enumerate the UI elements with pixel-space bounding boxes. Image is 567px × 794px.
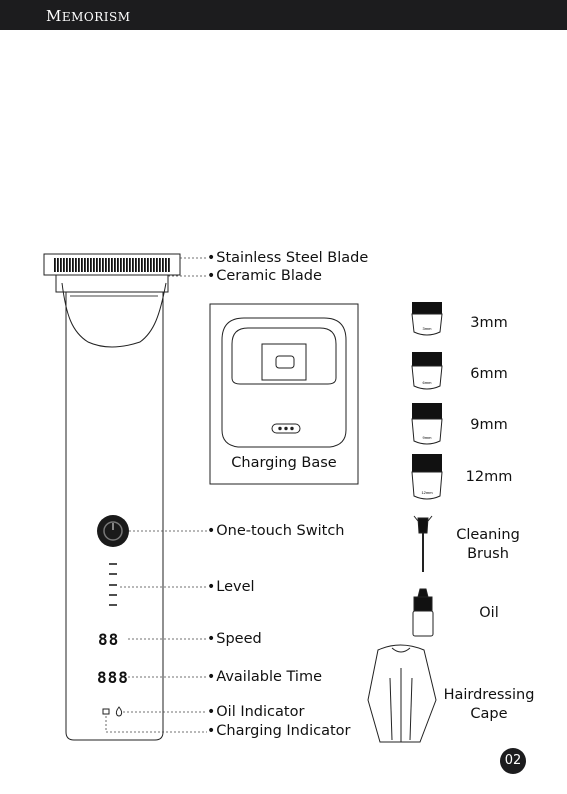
blade-housing — [56, 275, 168, 292]
level-marks — [109, 564, 117, 605]
guide-comb: 12mm — [412, 454, 442, 499]
blade-tooth — [162, 258, 164, 272]
cape-label-line1: Hairdressing — [424, 686, 554, 705]
blade-tooth — [117, 258, 119, 272]
blade-tooth — [69, 258, 71, 272]
comb-size-tag: 12mm — [421, 490, 433, 495]
blade-tooth — [72, 258, 74, 272]
blade-tooth — [147, 258, 149, 272]
label-text: Level — [216, 579, 254, 595]
comb-size-tag: 6mm — [423, 380, 433, 385]
comb-body — [412, 366, 442, 389]
leader-lines — [106, 258, 207, 732]
blade-tooth — [150, 258, 152, 272]
label-ceramic-blade: •Ceramic Blade — [207, 268, 322, 284]
guide-comb: 3mm — [412, 302, 442, 335]
blade-tooth — [81, 258, 83, 272]
label-text: One-touch Switch — [216, 523, 344, 539]
blade-tooth — [78, 258, 80, 272]
blade-tooth — [159, 258, 161, 272]
label-text: Stainless Steel Blade — [216, 250, 368, 266]
blade-tooth — [60, 258, 62, 272]
blade-tooth — [153, 258, 155, 272]
blade-tooth — [57, 258, 59, 272]
comb-label-12mm: 12mm — [456, 468, 522, 487]
label-text: Available Time — [216, 669, 322, 685]
label-charging-indicator: •Charging Indicator — [207, 723, 350, 739]
blade-tooth — [75, 258, 77, 272]
guide-comb: 9mm — [412, 403, 442, 444]
blade-tooth — [99, 258, 101, 272]
blade-tooth — [63, 258, 65, 272]
blade-tooth — [156, 258, 158, 272]
comb-body — [412, 419, 442, 444]
blade-tooth — [123, 258, 125, 272]
guide-combs: 3mm 6mm 9mm 12mm — [412, 302, 442, 499]
cleaning-brush-label: Cleaning Brush — [448, 526, 528, 564]
label-text: Ceramic Blade — [216, 268, 322, 284]
blade-tooth — [138, 258, 140, 272]
blade-tooth — [111, 258, 113, 272]
time-display: 888 — [97, 668, 129, 687]
front-cover — [62, 283, 166, 347]
cape-label: Hairdressing Cape — [424, 686, 554, 724]
comb-label-6mm: 6mm — [456, 365, 522, 384]
charging-base-caption: Charging Base — [210, 455, 358, 471]
label-one-touch-switch: •One-touch Switch — [207, 523, 344, 539]
blade-tooth — [132, 258, 134, 272]
oil-label: Oil — [456, 604, 522, 623]
oil-bottle-graphic — [413, 589, 433, 636]
charging-indicator-graphic — [103, 709, 109, 714]
comb-teeth — [412, 352, 442, 366]
speed-display: 88 — [98, 630, 119, 649]
blade-tooth — [102, 258, 104, 272]
comb-size-tag: 3mm — [423, 326, 433, 331]
charging-base-graphic — [222, 318, 346, 447]
label-stainless-steel-blade: •Stainless Steel Blade — [207, 250, 368, 266]
blade-tooth — [129, 258, 131, 272]
blade-tooth — [120, 258, 122, 272]
label-oil-indicator: •Oil Indicator — [207, 704, 304, 720]
guide-comb: 6mm — [412, 352, 442, 389]
blade-tooth — [165, 258, 167, 272]
comb-teeth — [412, 403, 442, 419]
blade-tooth — [114, 258, 116, 272]
comb-size-tag: 9mm — [423, 435, 433, 440]
page-number: 02 — [500, 748, 526, 774]
comb-body — [412, 314, 442, 335]
comb-teeth — [412, 302, 442, 314]
blade-tooth — [96, 258, 98, 272]
label-available-time: •Available Time — [207, 669, 322, 685]
oil-drop-icon — [116, 707, 121, 716]
comb-teeth — [412, 454, 442, 472]
cleaning-brush-label-line2: Brush — [448, 545, 528, 564]
blade-tooth — [105, 258, 107, 272]
label-speed: •Speed — [207, 631, 262, 647]
cape-label-line2: Cape — [424, 705, 554, 724]
blade-tooth — [135, 258, 137, 272]
one-touch-switch-graphic — [97, 515, 129, 547]
comb-label-3mm: 3mm — [456, 314, 522, 333]
blade-tooth — [54, 258, 56, 272]
blade-tooth — [168, 258, 170, 272]
blade-tooth — [87, 258, 89, 272]
comb-label-9mm: 9mm — [456, 416, 522, 435]
blade-tooth — [66, 258, 68, 272]
blade-tooth — [90, 258, 92, 272]
blade-tooth — [93, 258, 95, 272]
blade-tooth — [84, 258, 86, 272]
label-text: Charging Indicator — [216, 723, 350, 739]
blade-tooth — [126, 258, 128, 272]
cleaning-brush-label-line1: Cleaning — [448, 526, 528, 545]
blade-tooth — [144, 258, 146, 272]
label-text: Speed — [216, 631, 261, 647]
cleaning-brush-graphic — [414, 516, 432, 572]
label-level: •Level — [207, 579, 255, 595]
label-text: Oil Indicator — [216, 704, 304, 720]
blade-tooth — [108, 258, 110, 272]
blade-tooth — [141, 258, 143, 272]
